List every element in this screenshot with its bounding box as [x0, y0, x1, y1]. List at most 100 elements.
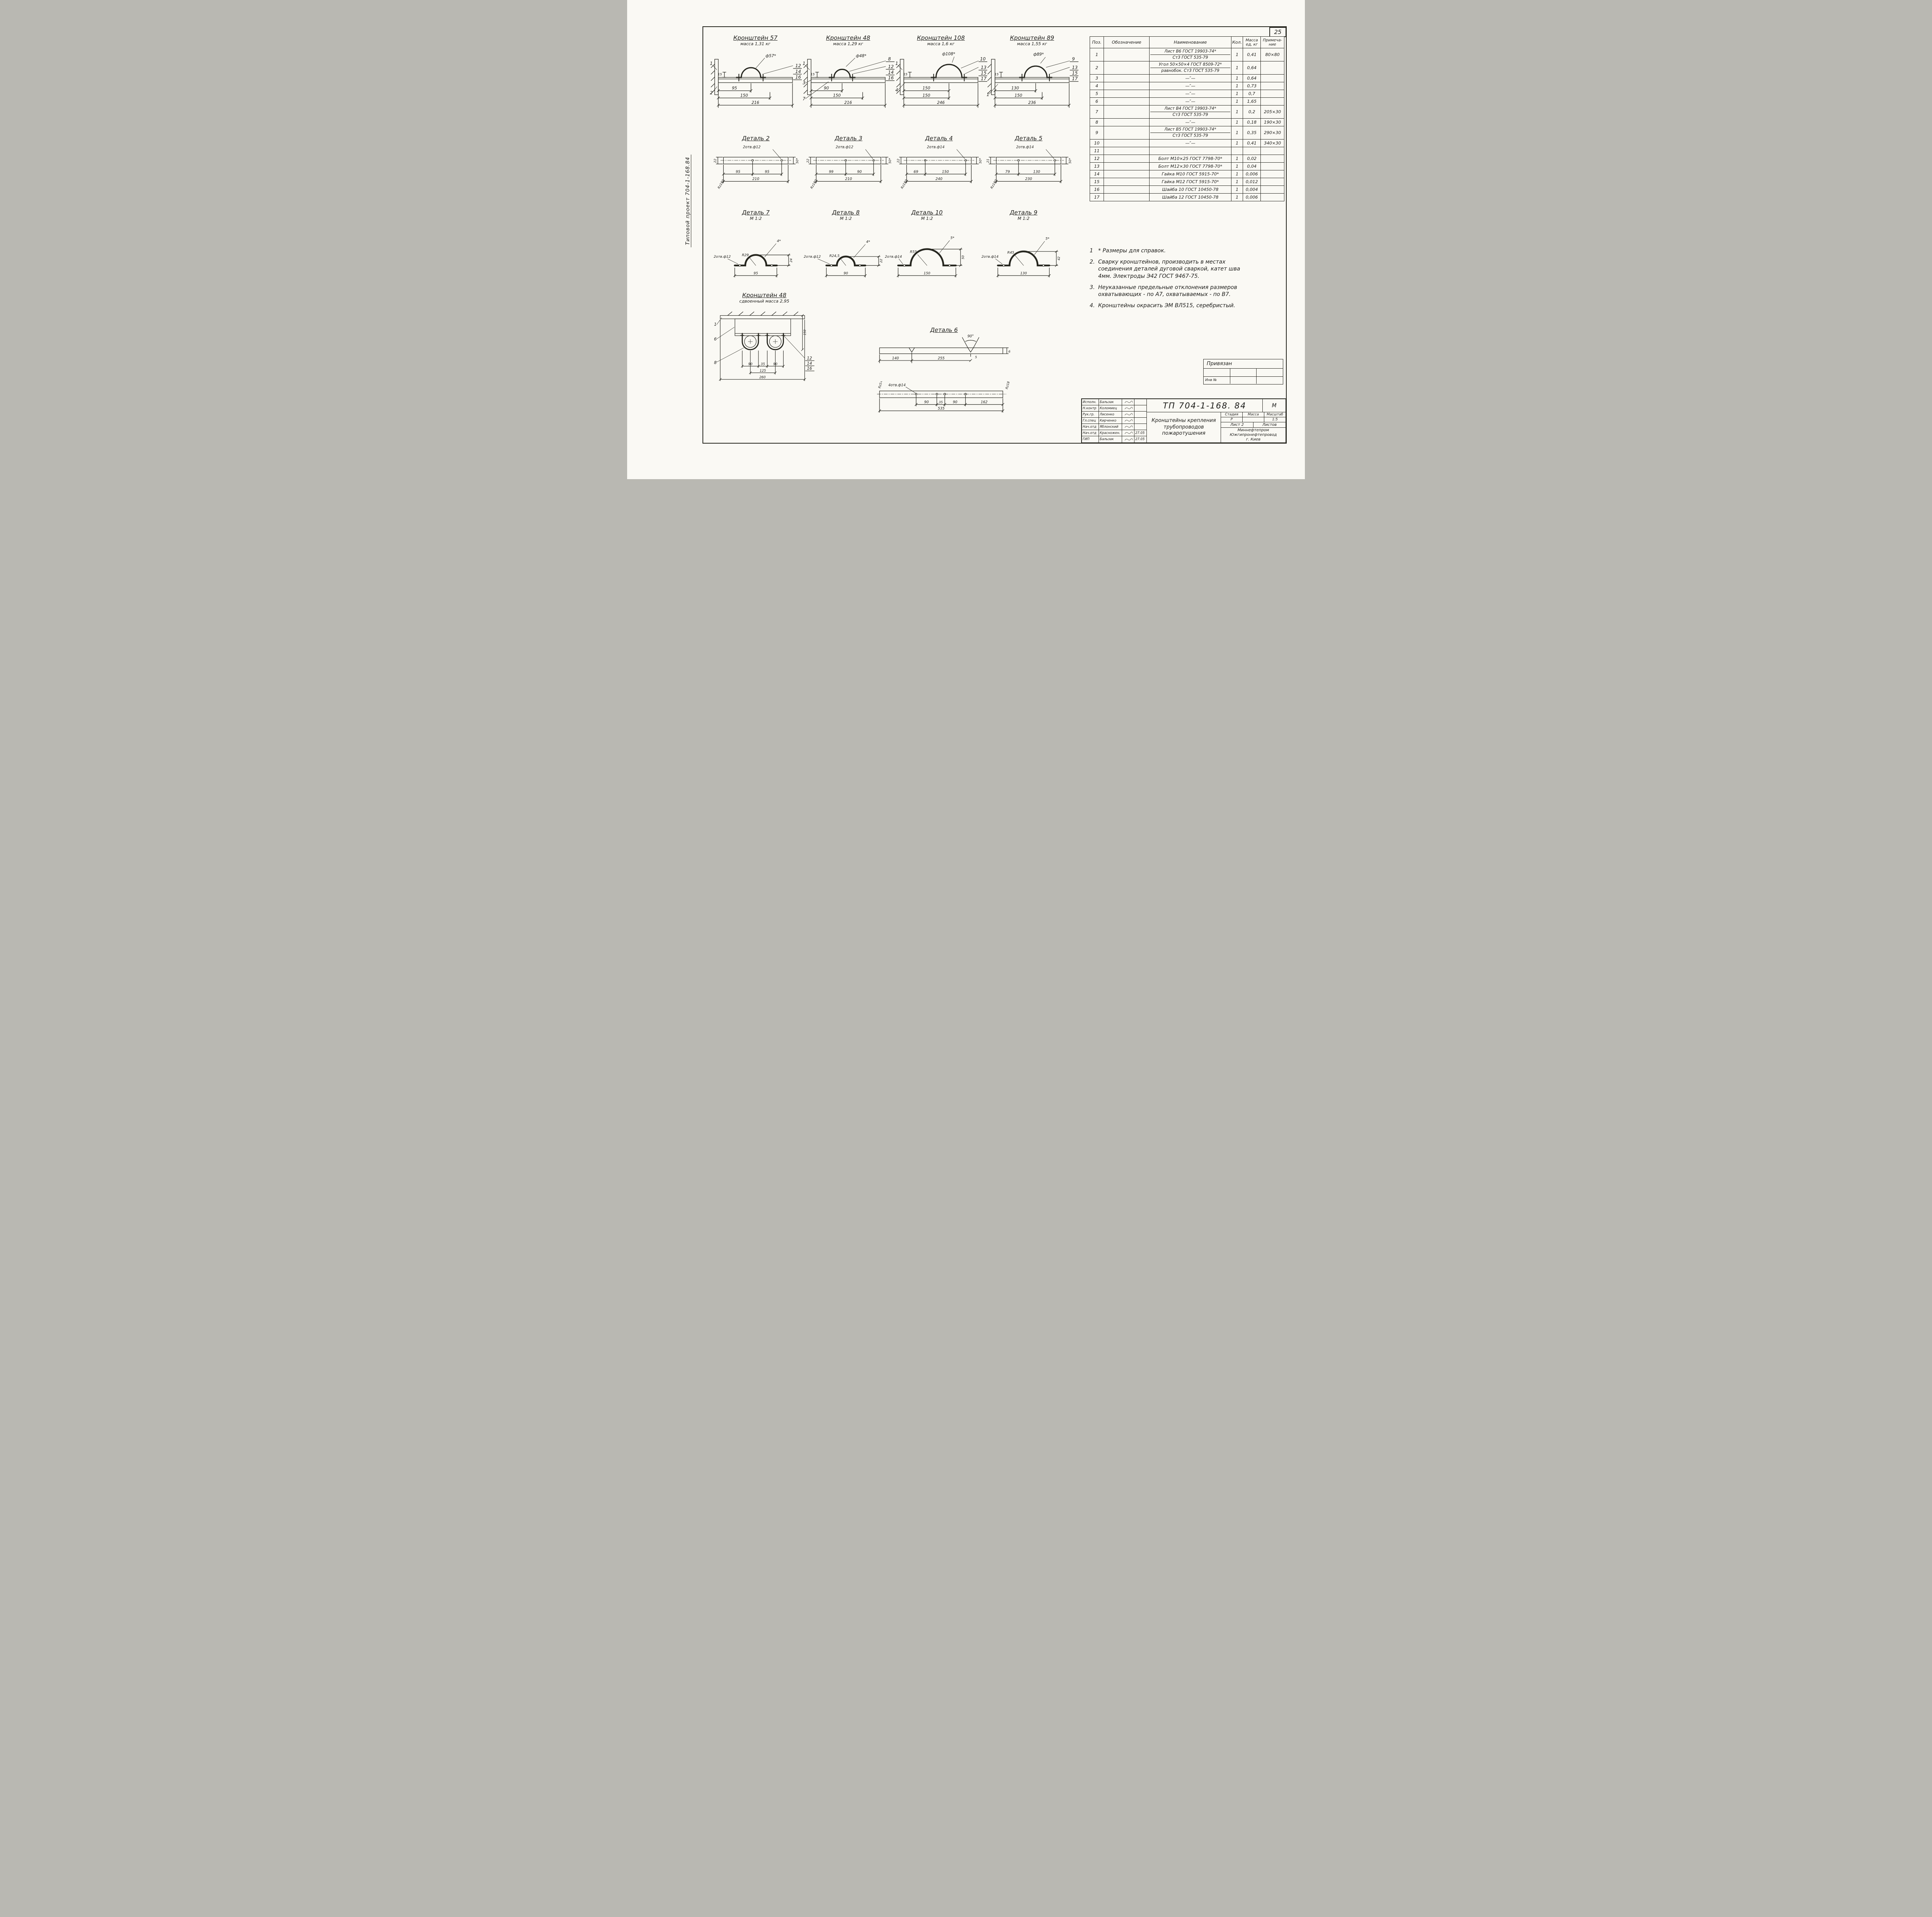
notched-bar — [879, 347, 1003, 354]
dim-label: 216 — [844, 101, 852, 105]
sheets-label: Листов — [1262, 423, 1277, 427]
bracket-108-title: Кронштейн 108 — [917, 34, 965, 41]
cell-designation — [1104, 147, 1150, 155]
detail-9-drawing: R45 5* 2отв.ф14 130 42 — [981, 237, 1061, 278]
radius-label: R55 — [910, 250, 917, 254]
dim-label: 210 — [752, 177, 759, 181]
bracket-108-mass: масса 1,6 кг — [927, 41, 955, 47]
offset-dim-label: 15 — [903, 72, 908, 76]
cell-mass: 0,41 — [1243, 48, 1261, 61]
pipe-dia-label: ф57* — [765, 54, 776, 59]
dims — [996, 250, 1058, 278]
cell-designation — [1104, 90, 1150, 98]
binding-cell — [1257, 377, 1283, 384]
binding-cell — [1257, 369, 1283, 376]
cell-qty: 1 — [1231, 48, 1243, 61]
straps — [740, 333, 786, 350]
cell-designation — [1104, 155, 1150, 163]
cell-note — [1260, 90, 1285, 98]
angle-bar — [811, 77, 886, 83]
header-name: Наименование — [1149, 36, 1231, 48]
dim-label: 95 — [736, 170, 740, 174]
holes-callout: 2отв.ф14 — [1016, 145, 1034, 150]
cell-name: Гайка М10 ГОСТ 5915-70* — [1149, 170, 1231, 178]
detail-8-scale: М 1:2 — [840, 216, 852, 221]
cell-qty: 1 — [1231, 105, 1243, 119]
scale-label: Масштаб — [1267, 413, 1283, 417]
cell-note — [1260, 61, 1285, 75]
dim-label: 95 — [732, 86, 737, 91]
dim-label: 90 — [857, 170, 862, 174]
callout: 10 — [980, 56, 986, 62]
pipe-dia-label: ф48* — [856, 54, 866, 59]
detail-10-figure: Деталь 10 М 1:2 R55 5* 2отв.ф14 150 50 — [884, 209, 970, 281]
dims — [716, 157, 796, 184]
detail-10-drawing: R55 5* 2отв.ф14 150 50 — [885, 236, 965, 278]
bracket-57-mass: масса 1,31 кг — [740, 41, 770, 47]
cell-mass: 0,35 — [1243, 126, 1261, 139]
wall-plate — [803, 59, 811, 95]
doc-number: ТП 704-1-168. 84 — [1163, 401, 1247, 410]
callout: 16 — [888, 75, 894, 81]
detail-4-drawing: 2отв.ф14 22 50* 69 150 240 Rz180 — [896, 145, 982, 190]
signature-cell — [1122, 418, 1134, 424]
holes-callout: 4отв.ф14 — [888, 383, 906, 387]
callout: 17 — [1072, 76, 1078, 82]
cell-mass: 0,006 — [1243, 170, 1261, 178]
detail-10-title: Деталь 10 — [911, 209, 943, 216]
signature-scribble — [1124, 438, 1133, 441]
dim-label: 162 — [981, 400, 988, 405]
cell-qty: 1 — [1231, 162, 1243, 170]
pipe-clamp — [736, 67, 766, 82]
note-text: * Размеры для справок. — [1098, 248, 1166, 254]
strap-profile — [997, 250, 1050, 267]
cell-pos: 5 — [1090, 90, 1104, 98]
cell-pos: 11 — [1090, 147, 1104, 155]
dim-label: 535 — [938, 407, 945, 411]
pipe-clamp — [828, 69, 856, 82]
detail-6-view1: 90° 140 255 5 6 — [878, 334, 1010, 363]
detail-7-drawing: R29 4* 2отв.ф12 95 24 — [714, 240, 793, 278]
pipes — [744, 335, 782, 348]
callout: 9 — [1072, 56, 1075, 62]
binding-note-box: Привязан Инв № — [1203, 359, 1283, 384]
double-bracket-title: Кронштейн 48 — [742, 292, 787, 299]
drawing-sheet: 25 Типовой проект 704-1-168.84 Кронштейн… — [627, 0, 1305, 479]
cell-note — [1260, 178, 1285, 186]
cell-name: —″— — [1149, 74, 1231, 82]
dim-label: 216 — [752, 101, 759, 105]
notes: 1* Размеры для справок. 2.Сварку кронште… — [1090, 247, 1248, 313]
dim-label: 125 — [760, 369, 766, 373]
dim-label: 24 — [789, 259, 793, 262]
dims — [896, 248, 963, 278]
callout: 4 — [895, 87, 898, 93]
binding-cell — [1230, 377, 1257, 384]
side-project-label: Типовой проект 704-1-168.84 — [685, 154, 691, 247]
offset-dim — [722, 72, 726, 78]
dim-label: 22 — [896, 159, 900, 163]
plate-body — [903, 157, 975, 165]
bracket-48-drawing: ф48* 8 15 1 3 7 12 14 16 90 150 216 — [803, 54, 895, 108]
detail-8-drawing: R24,5 4* 2отв.ф12 90 22 — [804, 240, 883, 278]
cell-name: Шайба 10 ГОСТ 10450-78 — [1149, 185, 1231, 194]
note-number: 3. — [1090, 284, 1095, 291]
dim-label: 240 — [935, 177, 942, 181]
header-pos: Поз. — [1090, 36, 1104, 48]
cell-qty: 1 — [1231, 193, 1243, 201]
dim-label: 22 — [713, 159, 717, 163]
cell-note: 290×30 — [1260, 126, 1285, 139]
cell-qty: 1 — [1231, 97, 1243, 105]
spec-table: Поз. Обозначение Наименование Кол. Масса… — [1090, 36, 1285, 201]
drawing-frame — [702, 26, 1287, 444]
binding-grid-row — [1204, 369, 1283, 377]
signature-row: Исполн.Бальзак — [1082, 399, 1146, 405]
